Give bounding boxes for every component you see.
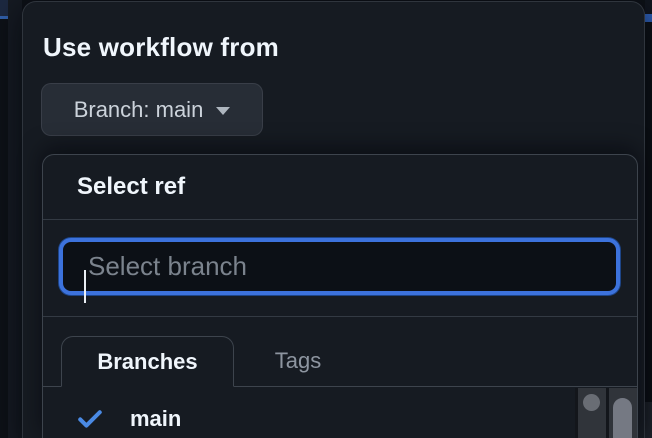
triangle-down-icon xyxy=(216,107,231,115)
outer-scrollbar-track[interactable] xyxy=(609,388,637,438)
page-background-column xyxy=(8,0,22,438)
ref-type-tabnav: Branches Tags xyxy=(43,317,637,387)
background-artifact-bottom-right xyxy=(644,402,652,438)
tab-branches-label: Branches xyxy=(97,348,198,374)
run-workflow-popover: Use workflow from Branch: main Select re… xyxy=(22,1,645,438)
ref-search-section xyxy=(43,220,637,317)
ref-select-panel: Select ref Branches Tags main xyxy=(42,154,638,438)
branch-selector-button[interactable]: Branch: main xyxy=(41,83,263,136)
outer-scrollbar-thumb[interactable] xyxy=(613,398,632,438)
branch-list: main xyxy=(43,387,637,438)
scrollbar-seam xyxy=(606,388,609,438)
list-item-main[interactable]: main xyxy=(43,393,637,438)
scrollbar-seam xyxy=(575,388,578,438)
ref-select-panel-header: Select ref xyxy=(43,155,637,220)
list-item-label: main xyxy=(130,406,182,431)
text-cursor xyxy=(84,270,86,303)
check-icon xyxy=(78,410,102,428)
use-workflow-from-heading: Use workflow from xyxy=(43,32,279,62)
tab-branches[interactable]: Branches xyxy=(61,336,234,387)
inner-scrollbar-track[interactable] xyxy=(578,388,606,438)
background-artifact-right-top xyxy=(645,0,652,14)
background-artifact-right xyxy=(645,14,652,22)
tab-tags-label: Tags xyxy=(274,348,322,373)
panel-title: Select ref xyxy=(77,173,186,200)
branch-selector-label: Branch: main xyxy=(73,96,204,122)
inner-scrollbar-thumb[interactable] xyxy=(583,394,600,411)
background-artifact-left xyxy=(0,0,8,19)
branch-search-input[interactable] xyxy=(59,238,620,295)
tab-tags[interactable]: Tags xyxy=(234,336,362,386)
